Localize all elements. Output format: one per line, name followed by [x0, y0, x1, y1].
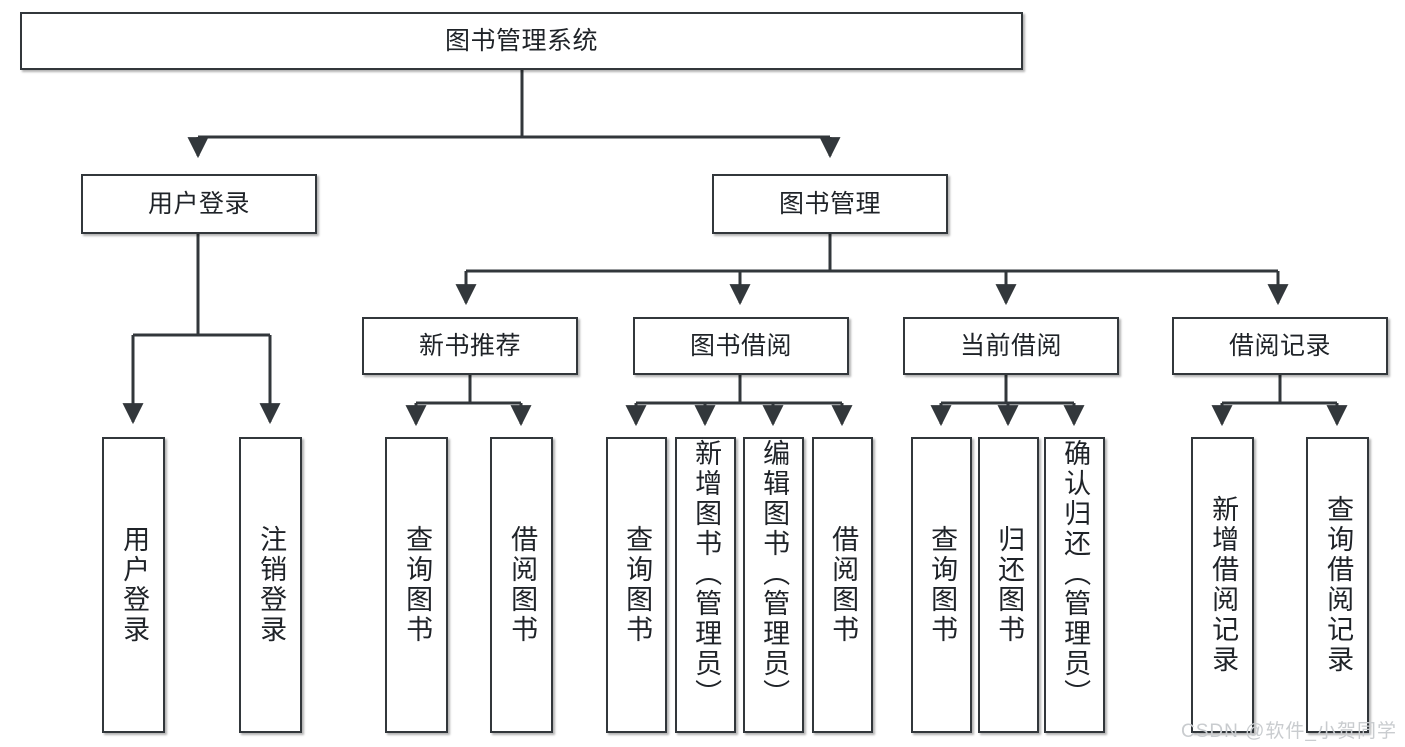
node-leaf-return-book[interactable]: 归还图书: [978, 437, 1039, 733]
node-leaf-query-record[interactable]: 查询借阅记录: [1306, 437, 1369, 733]
node-leaf-add-book[interactable]: 新增图书（管理员）: [675, 437, 736, 733]
node-leaf-edit-book[interactable]: 编辑图书（管理员）: [743, 437, 804, 733]
node-new-book-recommend-label: 新书推荐: [418, 331, 521, 360]
node-leaf-confirm-return-label: 确认归还（管理员）: [1060, 439, 1091, 709]
node-book-management[interactable]: 图书管理: [712, 174, 948, 234]
node-leaf-user-login-label: 用户登录: [119, 525, 150, 645]
node-leaf-borrow-book-1-label: 借阅图书: [507, 525, 538, 645]
node-root[interactable]: 图书管理系统: [20, 12, 1023, 70]
node-leaf-borrow-book-2-label: 借阅图书: [828, 525, 859, 645]
node-leaf-add-book-label: 新增图书（管理员）: [691, 439, 722, 709]
node-leaf-query-book-2-label: 查询图书: [622, 525, 653, 645]
node-leaf-query-record-label: 查询借阅记录: [1323, 495, 1354, 675]
csdn-watermark: CSDN @软件_小贺同学: [1181, 721, 1397, 742]
node-leaf-edit-book-label: 编辑图书（管理员）: [759, 439, 790, 709]
node-leaf-user-logout[interactable]: 注销登录: [239, 437, 302, 733]
node-leaf-user-logout-label: 注销登录: [256, 525, 287, 645]
node-leaf-borrow-book-2[interactable]: 借阅图书: [812, 437, 873, 733]
node-leaf-confirm-return[interactable]: 确认归还（管理员）: [1044, 437, 1105, 733]
node-root-label: 图书管理系统: [444, 26, 598, 55]
node-leaf-add-record[interactable]: 新增借阅记录: [1191, 437, 1254, 733]
node-leaf-query-book-1[interactable]: 查询图书: [385, 437, 448, 733]
node-current-borrow[interactable]: 当前借阅: [903, 317, 1119, 375]
node-leaf-query-book-3-label: 查询图书: [927, 525, 958, 645]
node-book-borrow[interactable]: 图书借阅: [633, 317, 849, 375]
node-leaf-add-record-label: 新增借阅记录: [1208, 495, 1239, 675]
node-borrow-record[interactable]: 借阅记录: [1172, 317, 1388, 375]
node-leaf-query-book-3[interactable]: 查询图书: [911, 437, 972, 733]
node-leaf-user-login[interactable]: 用户登录: [102, 437, 165, 733]
node-leaf-borrow-book-1[interactable]: 借阅图书: [490, 437, 553, 733]
node-leaf-query-book-1-label: 查询图书: [402, 525, 433, 645]
node-user-login[interactable]: 用户登录: [81, 174, 317, 234]
node-book-borrow-label: 图书借阅: [689, 331, 792, 360]
node-current-borrow-label: 当前借阅: [959, 331, 1062, 360]
node-leaf-query-book-2[interactable]: 查询图书: [606, 437, 667, 733]
node-new-book-recommend[interactable]: 新书推荐: [362, 317, 578, 375]
node-book-management-label: 图书管理: [778, 189, 881, 218]
node-leaf-return-book-label: 归还图书: [994, 525, 1025, 645]
node-borrow-record-label: 借阅记录: [1228, 331, 1331, 360]
node-user-login-label: 用户登录: [147, 189, 250, 218]
